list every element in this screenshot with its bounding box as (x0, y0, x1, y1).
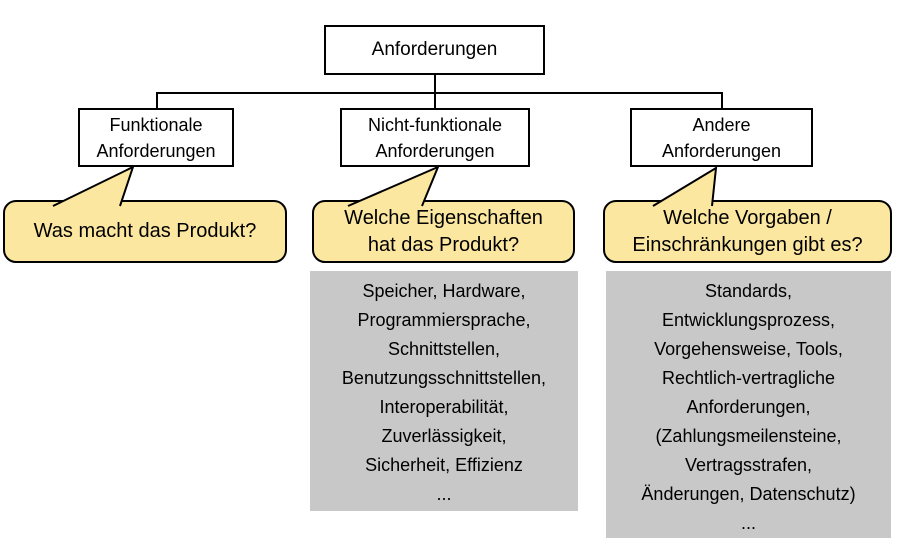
text-line: Standards, (704, 281, 793, 301)
text-line: Änderungen, Datenschutz) (641, 484, 856, 504)
text-line: (Zahlungsmeilensteine, (655, 426, 842, 446)
text-line: Zuverlässigkeit, (381, 426, 507, 446)
text-line: Anforderungen (375, 140, 495, 161)
root-box-anforderungen: Anforderungen (324, 25, 545, 75)
callout-bubble-funktionale: Was macht das Produkt? (3, 200, 287, 263)
text-line: Anforderungen, (686, 397, 811, 417)
text-line: Was macht das Produkt? (33, 220, 257, 242)
details-box-nicht-funktionale: Speicher, Hardware, Programmiersprache, Sc… (310, 271, 578, 511)
text-line: Rechtlich-vertragliche (661, 368, 836, 388)
text-line: ... (740, 513, 756, 533)
text-line: Welche Eigenschaften (344, 206, 543, 229)
text-line: Entwicklungsprozess, (661, 310, 836, 330)
text-line: ... (436, 484, 452, 504)
details-box-andere: Standards, Entwicklungsprozess, Vorgehensw… (606, 271, 891, 538)
text-line: Einschränkungen gibt es? (632, 233, 863, 256)
tree-connector-path (156, 75, 723, 108)
text-line: Nicht-funktionale (367, 114, 503, 135)
text-line: Funktionale (109, 114, 203, 135)
text-line: Interoperabilität, (379, 397, 509, 417)
text-line: Benutzungsschnittstellen, (341, 368, 547, 388)
text-line: Vorgehensweise, Tools, (654, 339, 843, 359)
text-line: Anforderungen (96, 140, 216, 161)
callout-bubble-andere: Welche Vorgaben / Einschränkungen gibt es… (603, 200, 892, 263)
text-line: Welche Vorgaben / (663, 206, 832, 229)
text-line: Speicher, Hardware, (362, 281, 526, 301)
text-line: Vertragsstrafen, (684, 455, 813, 475)
text-line: hat das Produkt? (367, 233, 520, 256)
root-label: Anforderungen (371, 39, 498, 60)
callout-bubble-nicht-funktionale: Welche Eigenschaften hat das Produkt? (312, 200, 575, 263)
text-line: Schnittstellen, (387, 339, 501, 359)
text-line: Andere (692, 114, 751, 135)
text-line: Sicherheit, Effizienz (365, 455, 523, 475)
text-line: Programmiersprache, (357, 310, 531, 330)
text-line: Anforderungen (661, 140, 782, 161)
